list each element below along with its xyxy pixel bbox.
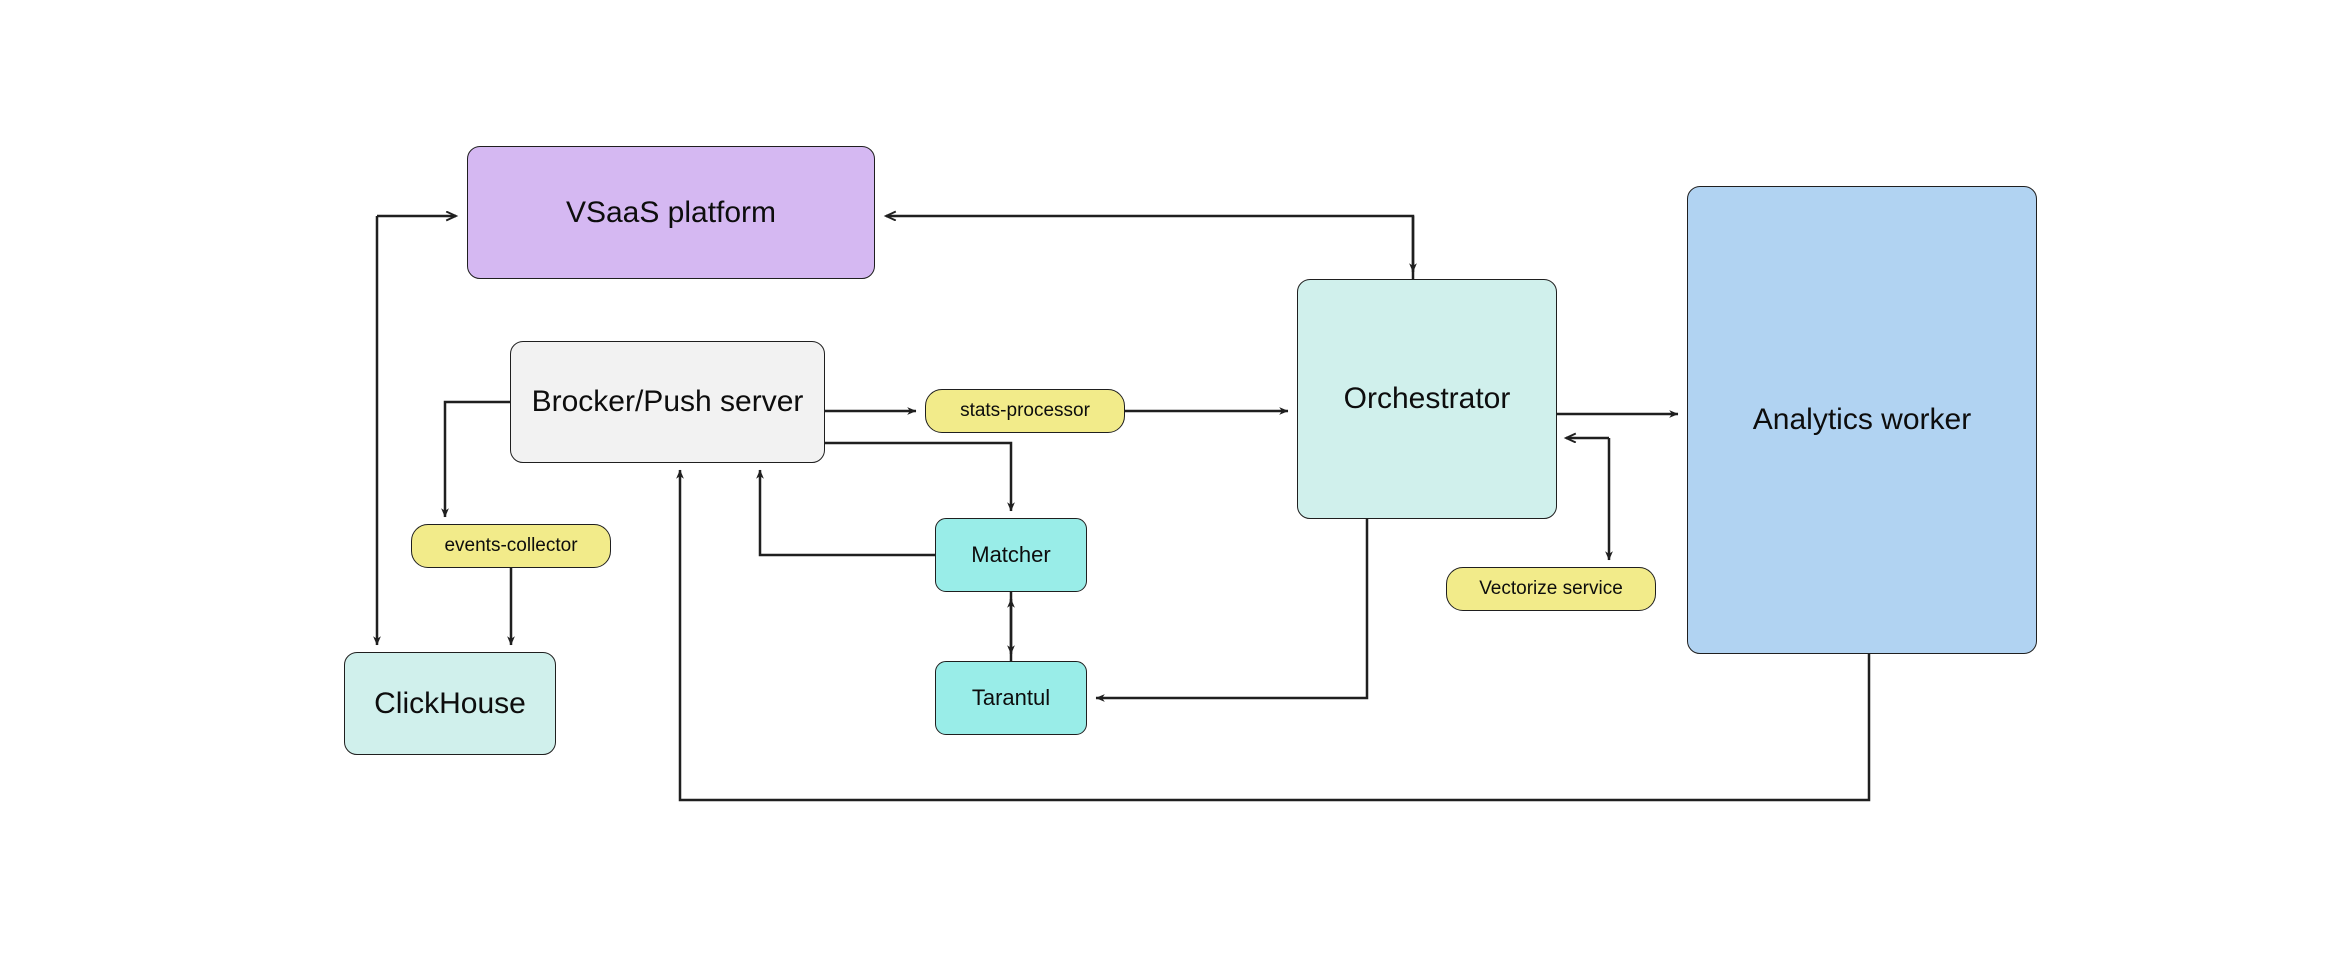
node-label-clickhouse: ClickHouse — [374, 686, 526, 720]
node-label-orchestrator: Orchestrator — [1343, 382, 1511, 415]
edge-brocker-to-events-collector — [441, 400, 510, 518]
node-orchestrator[interactable]: Orchestrator — [1297, 279, 1557, 519]
edge-brocker-to-matcher — [825, 441, 1015, 512]
node-clickhouse[interactable]: ClickHouse — [344, 652, 556, 755]
edge-matcher-to-brocker — [756, 469, 935, 557]
node-label-stats-processor: stats-processor — [960, 399, 1090, 421]
node-tarantul[interactable]: Tarantul — [935, 661, 1087, 735]
node-vsaas-platform[interactable]: VSaaS platform — [467, 146, 875, 279]
node-label-vsaas-platform: VSaaS platform — [565, 195, 777, 229]
node-label-events-collector: events-collector — [444, 534, 578, 556]
node-analytics-worker[interactable]: Analytics worker — [1687, 186, 2037, 654]
node-vectorize-service[interactable]: Vectorize service — [1446, 567, 1656, 611]
edge-orchestrator-to-vsaas — [886, 216, 1415, 279]
node-label-analytics-worker: Analytics worker — [1752, 403, 1972, 436]
edge-analytics-worker-to-brocker — [676, 469, 1871, 802]
node-events-collector[interactable]: events-collector — [411, 524, 611, 568]
node-label-tarantul: Tarantul — [971, 684, 1051, 710]
edge-orchestrator-to-tarantul — [1095, 519, 1369, 702]
node-label-vectorize-service: Vectorize service — [1479, 577, 1623, 599]
node-matcher[interactable]: Matcher — [935, 518, 1087, 592]
node-brocker-push-server[interactable]: Brocker/Push server — [510, 341, 825, 463]
node-label-matcher: Matcher — [971, 541, 1051, 567]
node-label-brocker-push-server: Brocker/Push server — [531, 385, 804, 418]
node-stats-processor[interactable]: stats-processor — [925, 389, 1125, 433]
